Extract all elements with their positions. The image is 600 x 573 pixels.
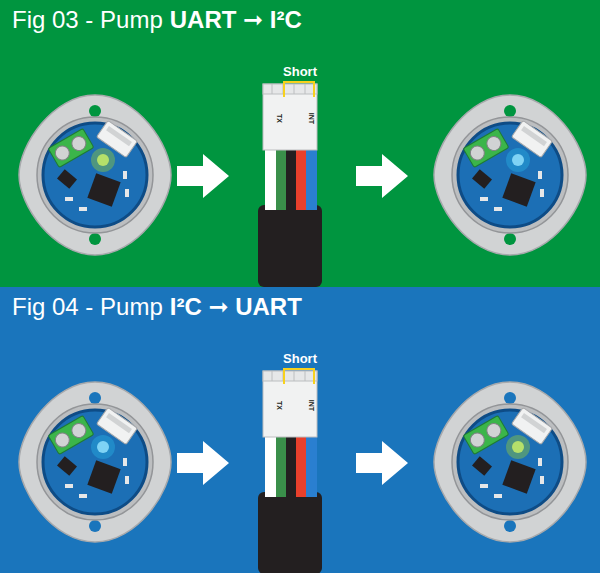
pin-label: TX (275, 114, 282, 123)
figure-title: Fig 04 - Pump (12, 292, 163, 322)
pin-label: TX (275, 401, 282, 410)
figure-title: Fig 03 - Pump (12, 5, 163, 35)
figure-panel: Fig 04 - PumpI²C ➞ UART (0, 287, 600, 573)
pin-label: INT (309, 112, 316, 123)
pin-label: INT (309, 399, 316, 410)
figure-mode: I²C ➞ UART (170, 292, 302, 322)
figure-panel: Fig 03 - PumpUART ➞ I²C (0, 0, 600, 287)
figure-mode: UART ➞ I²C (170, 5, 302, 35)
short-label: Short (283, 352, 317, 365)
short-label: Short (283, 65, 317, 78)
